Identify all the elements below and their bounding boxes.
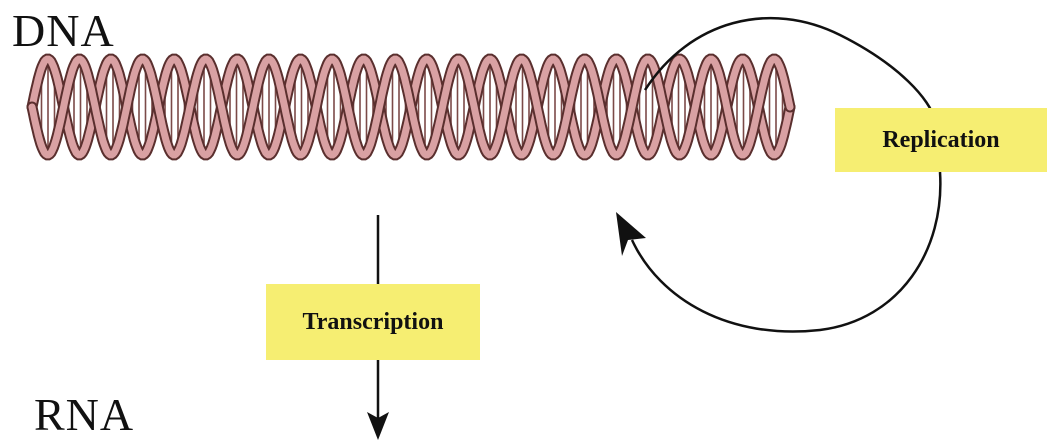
replication-loop-lower — [632, 172, 940, 332]
dna-double-helix — [32, 59, 790, 155]
transcription-box: Transcription — [266, 284, 480, 360]
replication-box: Replication — [835, 108, 1047, 172]
replication-arrowhead-icon — [616, 212, 646, 256]
